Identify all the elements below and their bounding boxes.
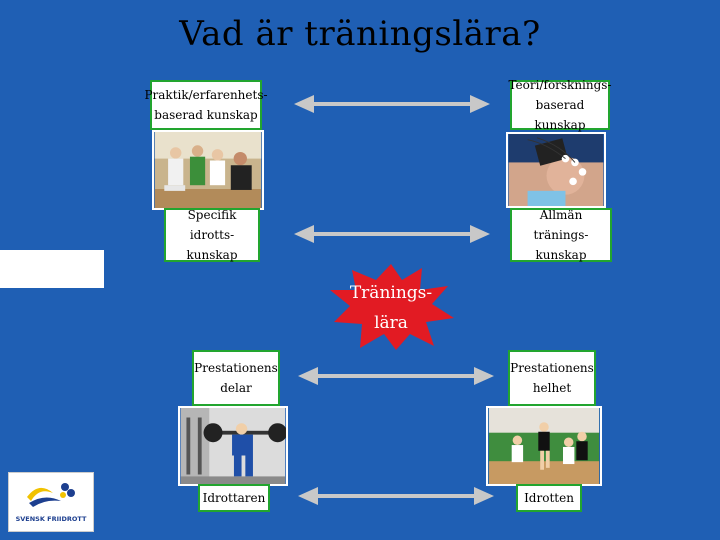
svensk-friidrott-logo: SVENSK FRIIDROTT	[8, 472, 94, 532]
logo-emblem-icon	[27, 483, 75, 507]
concept-label: Allmän tränings- kunskap	[533, 208, 589, 262]
logo-text: SVENSK FRIIDROTT	[15, 515, 87, 523]
concept-box-sport-specific-knowledge: Specifik idrotts- kunskap	[164, 208, 260, 262]
center-label: Tränings- lära	[349, 283, 433, 333]
blank-white-block	[0, 250, 104, 288]
weightlifting-photo	[178, 406, 288, 486]
concept-label: Praktik/erfarenhets- baserad kunskap	[144, 88, 268, 122]
concept-box-theoretical-knowledge: Teori/forsknings- baserad kunskap	[508, 78, 611, 132]
concept-box-performance-parts: Prestationens delar	[192, 350, 280, 406]
concept-label: Specifik idrotts- kunskap	[186, 208, 238, 262]
concept-label: Idrotten	[524, 491, 574, 505]
concept-label: Idrottaren	[202, 491, 266, 505]
concept-box-sport: Idrotten	[516, 484, 582, 512]
concept-box-practical-knowledge: Praktik/erfarenhets- baserad kunskap	[144, 80, 268, 130]
starburst-icon	[330, 264, 454, 350]
lab-test-photo	[506, 132, 606, 208]
double-arrow-icon	[294, 225, 490, 243]
concept-box-athlete: Idrottaren	[198, 484, 270, 512]
page-title: Vad är träningslära?	[179, 14, 541, 54]
concept-label: Prestationens delar	[194, 361, 278, 395]
double-arrow-icon	[294, 95, 490, 113]
team-huddle-photo	[152, 130, 264, 210]
handball-match-photo	[486, 406, 602, 486]
double-arrow-icon	[298, 487, 494, 505]
center-starburst: Tränings- lära	[326, 262, 456, 352]
concept-box-performance-whole: Prestationens helhet	[508, 350, 596, 406]
concept-label: Prestationens helhet	[510, 361, 594, 395]
concept-box-general-training-knowledge: Allmän tränings- kunskap	[510, 208, 612, 262]
double-arrow-icon	[298, 367, 494, 385]
concept-label: Teori/forsknings- baserad kunskap	[508, 78, 612, 132]
